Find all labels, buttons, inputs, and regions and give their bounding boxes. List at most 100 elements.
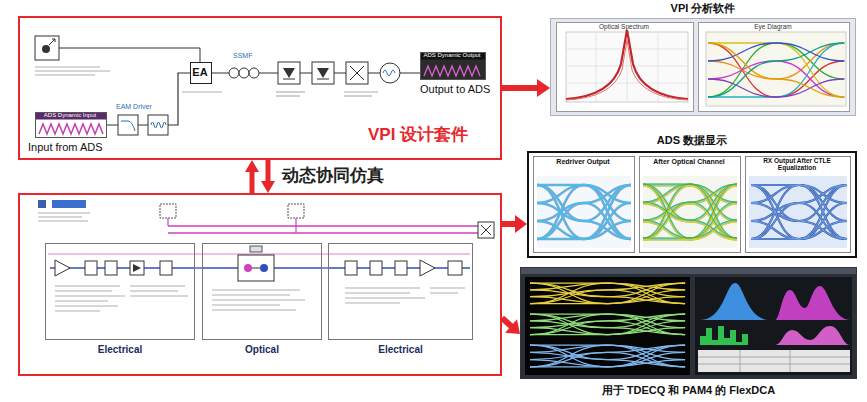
driver-filter — [121, 121, 135, 131]
driver-amplifier — [148, 115, 168, 135]
vpi-analysis-screenshot — [708, 43, 844, 97]
tiny-text-lines — [344, 91, 378, 92]
ads-eye-displays — [537, 185, 631, 239]
flexdca-screenshot — [530, 314, 685, 335]
connector-line — [266, 160, 271, 182]
ads-schematic — [260, 264, 268, 272]
input-screen — [35, 112, 107, 138]
laser-source — [42, 45, 50, 53]
scope-block — [380, 63, 400, 83]
flexdca-screenshot — [698, 350, 850, 372]
ads-schematic — [38, 200, 46, 208]
flexdca-screenshot — [700, 283, 770, 320]
photodiode — [312, 62, 334, 84]
vpi-analysis-screenshot — [698, 22, 850, 112]
driver-filter — [118, 115, 138, 135]
ads-schematic — [288, 204, 304, 218]
flexdca-screenshot — [775, 286, 850, 320]
output-screen — [424, 66, 480, 76]
flexdca-screenshot — [775, 326, 850, 345]
ads-schematic — [238, 255, 274, 281]
photodiode — [283, 68, 295, 78]
fiber-coil — [229, 68, 239, 78]
vpi-analysis-screenshot — [550, 18, 856, 116]
output-screen — [420, 52, 486, 80]
node-text: Electrical — [45, 344, 195, 356]
driver-filter — [118, 115, 138, 135]
arrow-head — [537, 79, 550, 97]
laser-source — [49, 39, 55, 45]
ads-display-panel: ADS 数据显示Redriver OutputAfter Optical Cha… — [527, 151, 857, 258]
ads-schematic — [345, 288, 465, 303]
arrow-head — [515, 215, 527, 233]
ads-schematic — [252, 268, 260, 269]
eye-plot: RX Output After CTLE Equalization — [745, 156, 851, 253]
vpi-analysis-screenshot — [706, 32, 846, 106]
edge-label: 动态协同仿真 — [282, 166, 384, 186]
connector — [245, 160, 259, 193]
connector-line — [250, 171, 255, 193]
scope-block — [383, 70, 395, 76]
tiny-text-lines — [35, 70, 110, 71]
vpi-analysis-screenshot — [566, 32, 688, 102]
connector-line — [502, 221, 516, 227]
output-screen — [420, 52, 486, 80]
ads-schematic — [48, 254, 470, 255]
vpi-analysis-screenshot — [708, 43, 844, 97]
connector — [502, 318, 520, 334]
arrow-head — [261, 181, 275, 193]
output-screen — [420, 52, 486, 60]
ads-eye-displays — [527, 151, 857, 258]
node-text: After Optical Channel — [639, 158, 739, 166]
ads-eye-displays — [751, 185, 847, 239]
flexdca-screenshot — [520, 267, 857, 379]
ads-eye-displays — [643, 176, 737, 248]
flexdca-screen: 用于 TDECQ 和 PAM4 的 FlexDCA — [520, 267, 857, 379]
electrical-stage: Electrical — [328, 243, 473, 340]
input-screen — [35, 112, 107, 120]
ads-schematic — [55, 260, 70, 276]
arrow-head — [505, 319, 520, 334]
ads-schematic — [168, 226, 478, 233]
ads-eye-displays — [643, 185, 737, 239]
flexdca-screenshot — [530, 283, 685, 304]
vpi-analysis-screenshot — [708, 43, 844, 97]
eye-plot: Eye Diagram — [698, 22, 850, 112]
arrow-head — [245, 160, 259, 172]
ads-schematic — [105, 261, 117, 275]
driver-amplifier — [148, 115, 168, 135]
flexdca-screenshot — [520, 267, 857, 379]
ads-eye-displays — [537, 176, 631, 248]
mixer-block — [350, 66, 364, 80]
photodiode — [317, 79, 329, 80]
vpi-analysis-screenshot — [566, 40, 688, 100]
scope-block — [380, 63, 400, 83]
laser-source — [35, 36, 200, 62]
fiber-coil — [249, 68, 259, 78]
flexdca-screenshot — [525, 277, 690, 375]
ads-eye-displays — [643, 184, 737, 238]
input-display: ADS Dynamic InputInput from ADS — [35, 112, 107, 138]
input-screen — [39, 124, 103, 134]
tiny-text-lines — [344, 95, 372, 96]
tiny-text-lines — [276, 91, 305, 92]
flexdca-screenshot — [695, 277, 852, 375]
ads-schematic — [133, 264, 141, 272]
node-text: Optical Spectrum — [556, 23, 692, 30]
vpi-analysis-screenshot — [566, 32, 688, 102]
vpi-analysis-screenshot — [550, 18, 856, 116]
ads-schematic — [55, 286, 188, 311]
ads-eye-displays — [751, 185, 847, 239]
flexdca-screenshot — [700, 326, 748, 345]
node-text: Electrical — [328, 344, 473, 356]
vpi-analysis-panel: VPI 分析软件Optical SpectrumEye Diagram — [550, 18, 856, 116]
photodiode — [278, 62, 334, 84]
ads-eye-displays — [537, 185, 631, 239]
node-text: RX Output After CTLE Equalization — [745, 157, 849, 172]
vpi-suite-box: VPI 设计套件ADS Dynamic InputInput from ADSE… — [18, 16, 502, 160]
part-label: EAM Driver — [116, 103, 152, 111]
connector-line — [502, 318, 512, 327]
ads-schematic — [160, 204, 176, 218]
